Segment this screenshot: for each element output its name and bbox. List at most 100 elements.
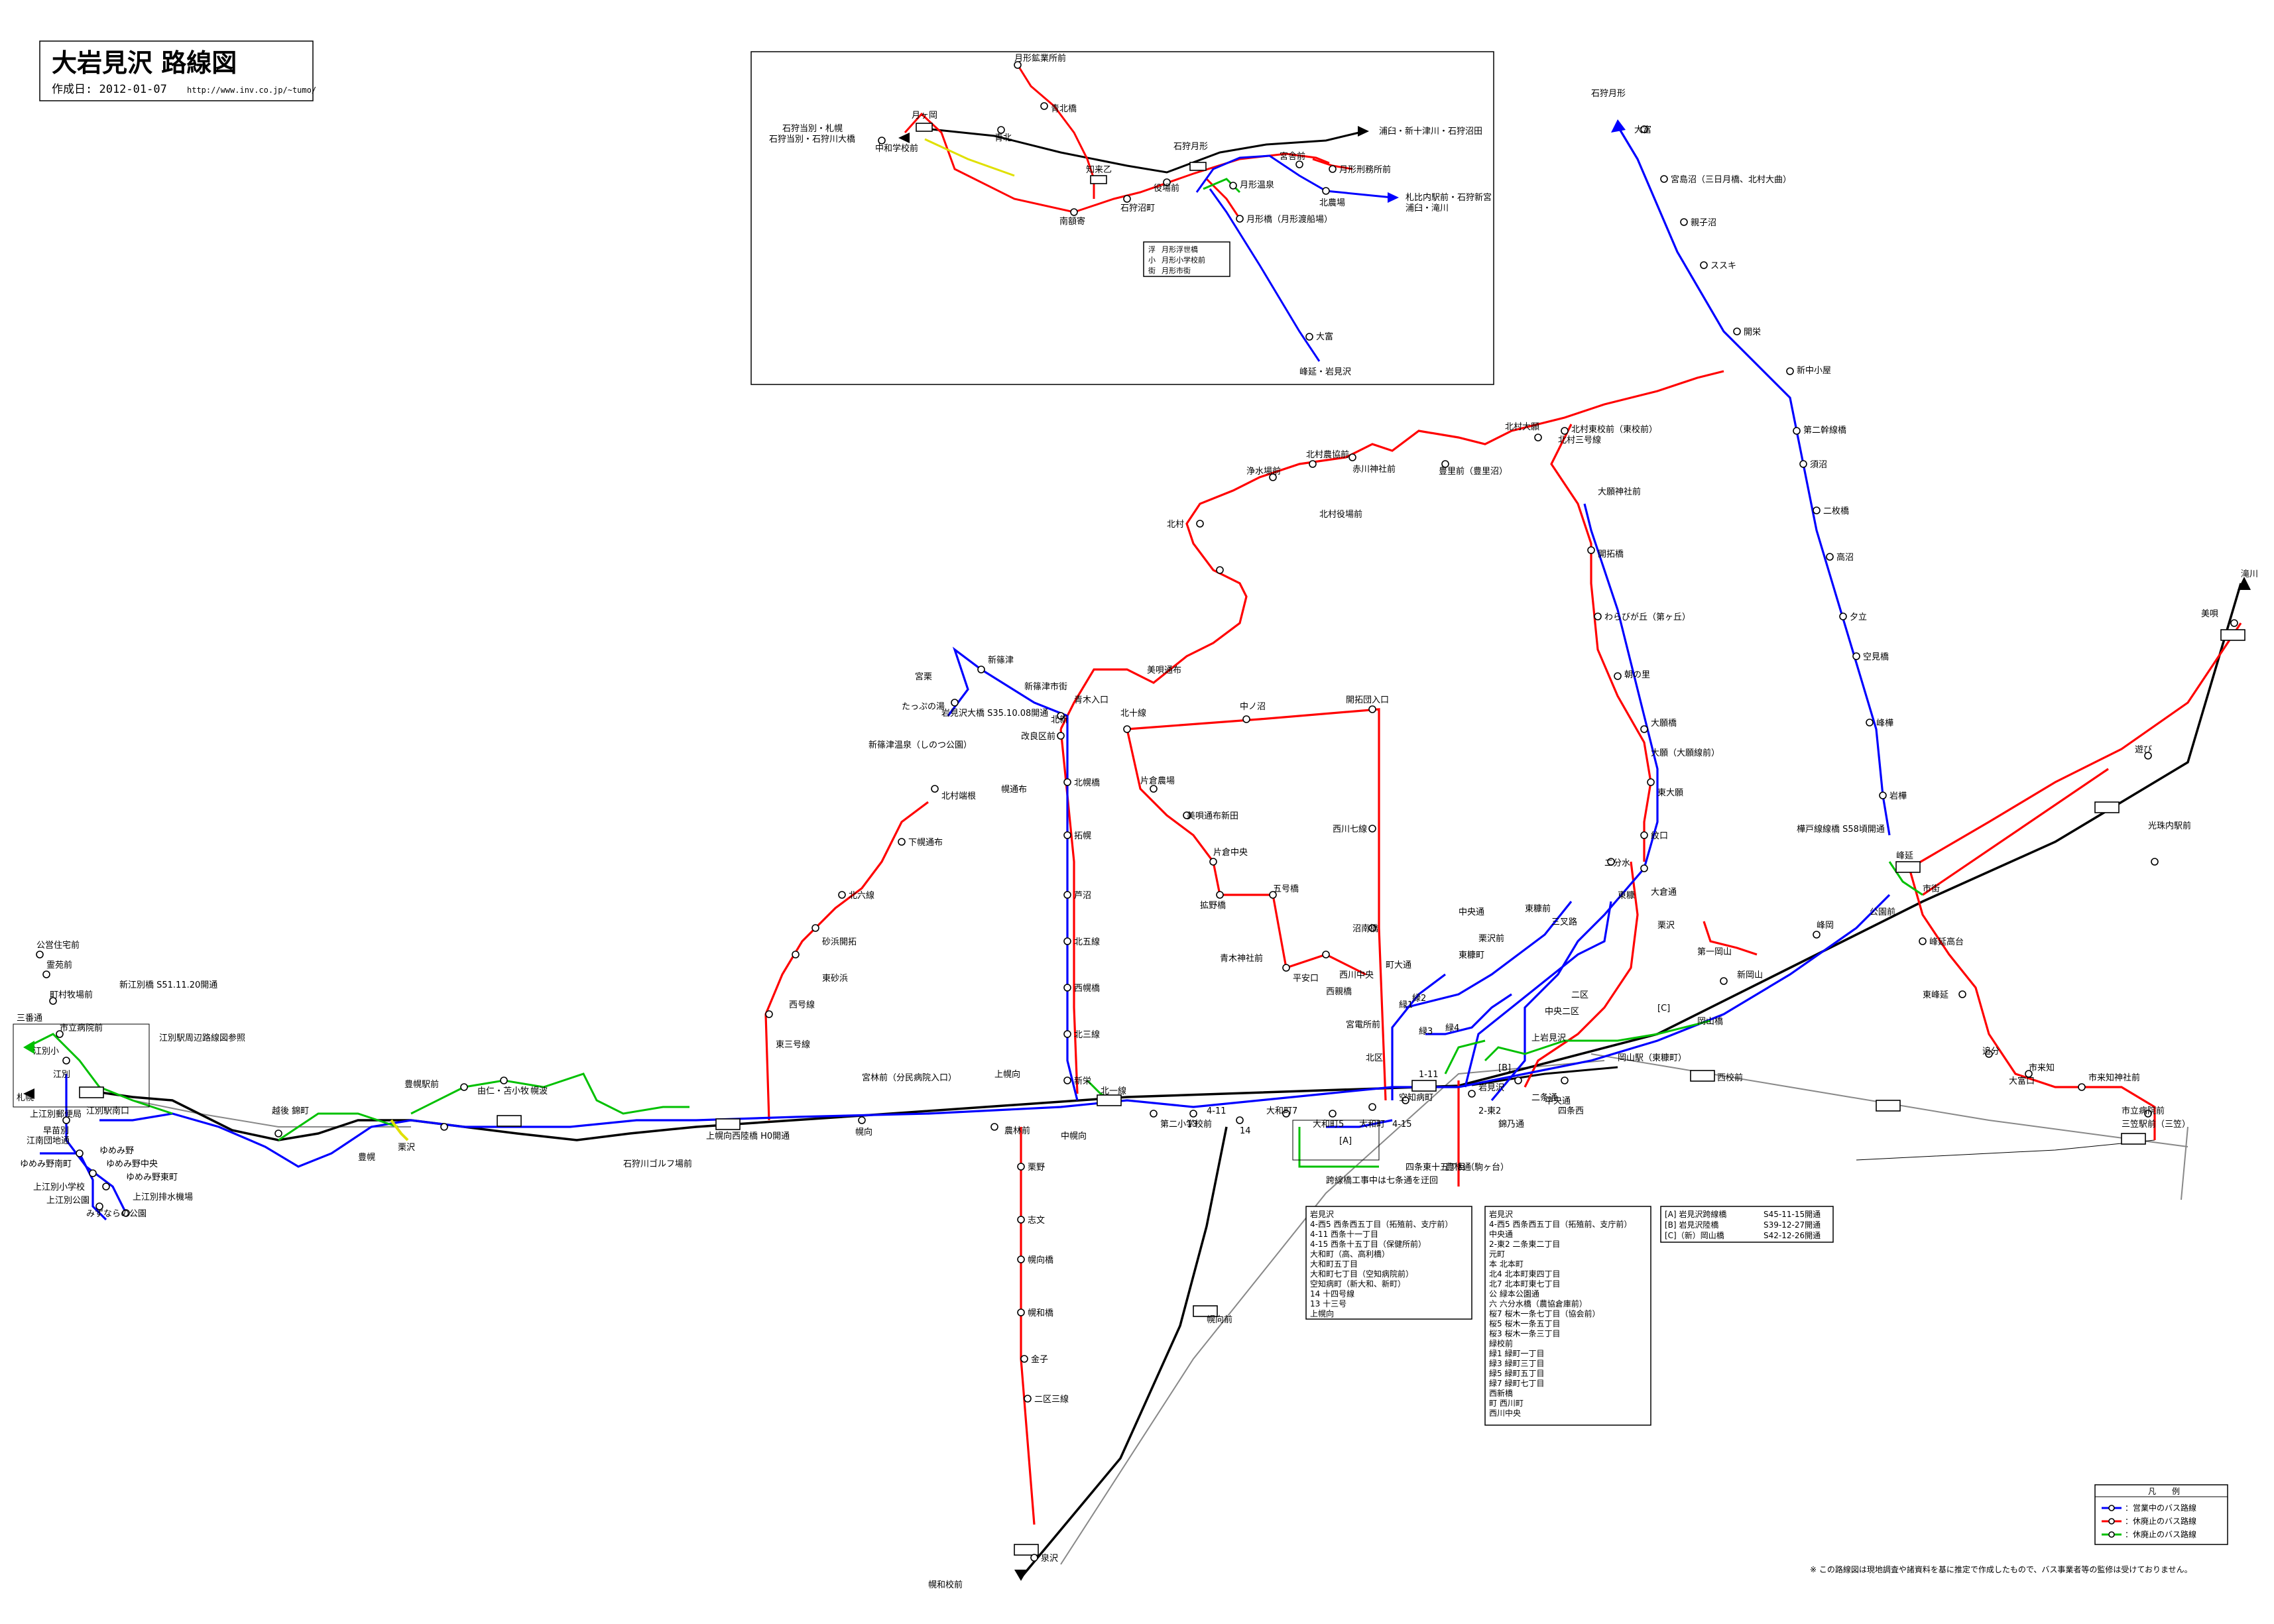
- inset-label: 南額寄: [1059, 216, 1085, 227]
- place-label: 西校前: [1717, 1073, 1743, 1083]
- legend-item: ：営業中のバス路線: [2125, 1503, 2196, 1513]
- inset-label: 石狩月形: [1173, 142, 1208, 152]
- place-label: 中央二区: [1545, 1007, 1579, 1017]
- place-label: 沼南橋: [1352, 923, 1378, 934]
- place-label: 栗沢: [398, 1143, 415, 1153]
- place-label: 東三号線: [776, 1039, 810, 1050]
- place-label: ゆめみ野: [99, 1146, 134, 1156]
- place-label: 第二幹線橋: [1803, 425, 1846, 435]
- place-label: 美唄通布新田: [1187, 811, 1238, 821]
- inset-legend-val: 月形小学校前: [1162, 255, 1205, 264]
- place-label: 石狩川ゴルフ場前: [623, 1159, 692, 1169]
- place-label: 平安口: [1293, 974, 1319, 984]
- place-label: 浄水場前: [1246, 466, 1281, 477]
- place-label: 栗沢: [1657, 921, 1675, 931]
- place-label: 大和町: [1359, 1120, 1385, 1130]
- table-cell: 中央通: [1489, 1229, 1513, 1239]
- place-label: 北村農協前: [1306, 449, 1349, 460]
- place-label: 江別駅南口: [86, 1106, 129, 1116]
- stations: [79, 629, 2245, 1556]
- place-label: 上岩見沢: [1531, 1033, 1566, 1043]
- created-date: 作成日: 2012-01-07: [52, 83, 167, 96]
- place-label: 北幌橋: [1074, 778, 1100, 788]
- place-label: 大富: [1634, 125, 1651, 135]
- table-cell: 2-東2 二条東二丁目: [1489, 1240, 1560, 1249]
- place-label: 大願（大願線前）: [1651, 748, 1720, 758]
- place-label: 夕立: [1850, 612, 1867, 622]
- place-label: 須沼: [1810, 460, 1827, 470]
- table-cell: 空知病町（新大和、新町）: [1310, 1279, 1406, 1289]
- table-cell: 緑校前: [1489, 1338, 1513, 1348]
- place-label: 豊幌: [358, 1152, 375, 1163]
- place-label: 由仁・苫小牧: [477, 1086, 529, 1096]
- blue-routes: [40, 125, 1891, 1221]
- table-cell: 岩見沢: [1310, 1209, 1334, 1219]
- place-label: 新栄: [1074, 1076, 1091, 1086]
- place-label: 公営住宅前: [36, 940, 80, 951]
- place-label: 二枚橋: [1823, 506, 1849, 516]
- place-label: 東糠町: [1459, 950, 1484, 960]
- table-cell: 西新橋: [1489, 1388, 1513, 1398]
- inset-legend-key: 浮: [1148, 245, 1156, 254]
- legend-header: 凡 例: [2148, 1487, 2180, 1496]
- table-cell: 緑5 緑町五丁目: [1489, 1368, 1544, 1378]
- stop-circles: [36, 125, 2238, 1562]
- place-label: ゆめみ野中央: [106, 1159, 158, 1169]
- place-label: 北三線: [1074, 1029, 1100, 1040]
- map-title: 大岩見沢 路線図: [52, 48, 237, 78]
- place-label: 早苗別: [43, 1126, 69, 1136]
- table-cell: S45-11-15開通: [1764, 1210, 1821, 1219]
- table-cell: 本 北本町: [1489, 1259, 1524, 1269]
- green-routes: [26, 861, 1923, 1168]
- table-cell: 緑3 緑町三丁目: [1489, 1358, 1544, 1368]
- place-label: 西川七線: [1333, 824, 1367, 835]
- inset-legend-val: 月形浮世橋: [1162, 245, 1198, 254]
- table-cell: S39-12-27開通: [1764, 1220, 1821, 1230]
- place-label: 二区三線: [1034, 1394, 1069, 1405]
- place-label: 2-東2: [1478, 1106, 1501, 1116]
- place-label: 中央通: [1545, 1096, 1571, 1106]
- place-label: 峰樺: [1876, 719, 1893, 728]
- inset-label: 役場前: [1154, 183, 1179, 194]
- place-label: 二条通: [1531, 1092, 1557, 1103]
- place-label: 大和町5: [1313, 1120, 1344, 1130]
- table-cell: 元町: [1489, 1249, 1505, 1259]
- place-label: 緑3: [1419, 1027, 1433, 1037]
- place-label: 新江別橋 S51.11.20開通: [119, 980, 217, 990]
- note-A: 跨線橋工事中は七条通を迂回: [1326, 1175, 1438, 1186]
- road-layer: [132, 1053, 2188, 1565]
- place-label: 三笠駅前（三笠）: [2122, 1119, 2190, 1130]
- place-label: 緑2: [1412, 994, 1426, 1004]
- inset-label: 石狩当別・札幌: [782, 123, 843, 134]
- inset-label: 月形刑務所前: [1339, 164, 1391, 175]
- place-label: 北村三号線: [1558, 435, 1601, 445]
- place-label: 農林前: [1004, 1126, 1030, 1136]
- place-label: 江別駅周辺路線図参照: [159, 1033, 245, 1043]
- place-label: 公園前: [1870, 907, 1895, 917]
- place-label: 幌通布: [1001, 784, 1027, 795]
- table-cell: 4-15 西条十五丁目（保健所前）: [1310, 1239, 1426, 1249]
- place-label: 青木神社前: [1220, 953, 1263, 964]
- inset-tsukigata: 月形鉱業所前 月ヶ岡 青北橋 中和学校前 石狩当別・札幌 石狩当別・石狩川大橋 …: [750, 51, 1494, 385]
- table-cell: [C]（新）岡山橋: [1665, 1230, 1724, 1240]
- place-label: 東峰延: [1923, 990, 1948, 1000]
- place-label: たっぷの湯: [902, 702, 945, 712]
- place-label: 西幌橋: [1074, 983, 1100, 994]
- table-cell: 4-西5 西条西五丁目（拓殖前、支庁前）: [1310, 1219, 1453, 1229]
- place-label: 市来知: [2029, 1063, 2055, 1073]
- place-label: 志文: [1028, 1216, 1045, 1226]
- table-cell: 桜3 桜木一条三丁目: [1489, 1329, 1560, 1338]
- place-label: 上幌向: [994, 1069, 1020, 1080]
- place-label: 追分: [1982, 1046, 2000, 1057]
- place-label: 新篠津: [988, 655, 1014, 666]
- place-labels: 石狩月形 大富 宮島沼（三日月橋、北村大曲） 親子沼 ススキ 開栄 新中小屋 第…: [17, 89, 2258, 1590]
- place-label: 朝の里: [1624, 670, 1650, 680]
- place-label: 幌波: [530, 1086, 548, 1096]
- table-cell: 桜7 桜木一条七丁目（協会前）: [1489, 1308, 1600, 1318]
- inset-label: 宮舎前: [1280, 151, 1305, 162]
- place-label: 石狩月形: [1591, 89, 1626, 99]
- place-label: 宮林前（分民病院入口）: [862, 1073, 957, 1083]
- place-label: 豊幌駅前: [404, 1079, 439, 1090]
- inset-legend-val: 月形市街: [1162, 266, 1191, 275]
- place-label: 開拓橋: [1598, 550, 1624, 559]
